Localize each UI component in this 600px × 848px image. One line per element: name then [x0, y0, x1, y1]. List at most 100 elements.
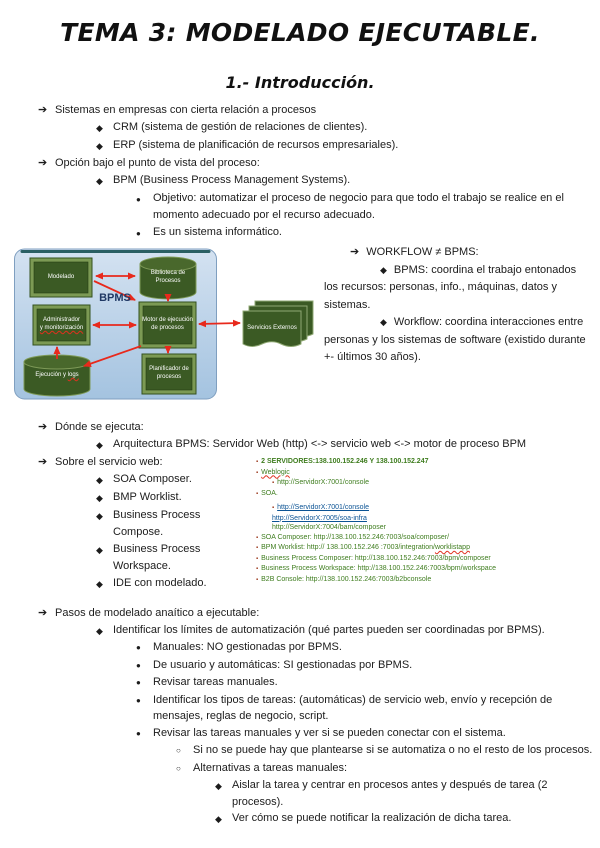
link-text: Weblogic [261, 468, 290, 476]
node-label: logs [67, 372, 79, 379]
list-item-text: Manuales: NO gestionadas por BPMS. [153, 641, 342, 653]
list-item-text: Revisar tareas manuales. [153, 676, 278, 688]
ejecucion-cylinder-shape [23, 354, 91, 397]
list-item: ●Es un sistema informático. [0, 224, 600, 242]
diamond-bullet-icon: ◆ [96, 475, 103, 485]
list-item-text: CRM (sistema de gestión de relaciones de… [113, 121, 368, 133]
diamond-bullet-icon: ◆ [96, 141, 103, 151]
list-item-text: Aislar la tarea y centrar en procesos an… [232, 779, 548, 808]
link-line: ▪BPM Worklist: http:// 138.100.152.246 :… [256, 543, 586, 554]
node-label: Administrador [42, 317, 80, 324]
web-row: ➔Sobre el servicio web: ◆ SOA Composer. ◆ BM… [0, 454, 600, 593]
link-text: http://ServidorX:7001/console [277, 479, 369, 486]
server-links-block: ▪2 SERVIDORES:138.100.152.246 Y 138.100.… [256, 454, 586, 585]
list-item: ◆ BMP Worklist. [0, 489, 238, 507]
small-bullet-icon: ▪ [256, 576, 259, 583]
servicios-stack-shape [242, 300, 314, 347]
diamond-bullet-icon: ◆ [96, 545, 103, 555]
section-heading: 1.- Introducción. [225, 73, 375, 92]
web-service-list: ➔Sobre el servicio web: ◆ SOA Composer. ◆ BM… [0, 454, 238, 593]
arrow-bullet-icon: ➔ [38, 157, 48, 169]
hyperlink[interactable]: http://ServidorX:7001/console [277, 504, 369, 511]
node-label: Biblioteca de Procesos [150, 270, 186, 284]
list-item-text: Es un sistema informático. [153, 226, 282, 238]
link-text: worklistapp [434, 544, 470, 551]
list-item: ➔Sobre el servicio web: [0, 454, 238, 471]
list-item-text: Objetivo: automatizar el proceso de nego… [153, 192, 564, 221]
list-item-text: BMP Worklist. [113, 491, 182, 503]
link-text: BPM Worklist: http:// 138.100.152.246 :7… [261, 544, 435, 551]
diagram-node-motor: Motor de ejecución de procesos [139, 302, 196, 348]
diagram-node-ejecucion: Ejecución y logs [24, 362, 90, 390]
diamond-bullet-icon: ◆ [215, 814, 222, 824]
link-line: http://ServidorX:7004/bam/composer [256, 523, 586, 533]
list-item: ◆ IDE con modelado. [0, 575, 238, 593]
steps-list: ➔Pasos de modelado anaítico a ejecutable… [0, 605, 600, 828]
dot-bullet-icon: ● [136, 695, 141, 705]
list-item: ➔WORKFLOW ≠ BPMS: [324, 244, 586, 262]
bpms-label: BPMS [99, 292, 131, 304]
list-item: ● Identificar los tipos de tareas: (autom… [0, 692, 600, 725]
node-label: Servicios Externos [247, 325, 297, 332]
node-label: Planificador de procesos [149, 366, 189, 380]
list-item-text: IDE con modelado. [113, 577, 207, 589]
diamond-bullet-icon: ◆ [380, 317, 387, 327]
diamond-bullet-icon: ◆ [96, 493, 103, 503]
bpms-diagram-svg [14, 248, 314, 400]
list-item-text: De usuario y automáticas: SI gestionadas… [153, 658, 413, 671]
arrow-bullet-icon: ➔ [350, 246, 360, 258]
list-item-text: Ver cómo se puede notificar la realizaci… [232, 812, 512, 824]
circle-bullet-icon: ○ [176, 763, 181, 773]
list-item: ◆Arquitectura BPMS: Servidor Web (http) … [0, 436, 600, 454]
workflow-notes: ➔WORKFLOW ≠ BPMS:◆BPMS: coordina el trab… [324, 244, 600, 401]
modelado-box-shape [29, 257, 93, 298]
list-item-text: SOA Composer. [113, 473, 192, 485]
list-item-text: Revisar las tareas manuales y ver si se … [153, 726, 506, 739]
hyperlink[interactable]: http://ServidorX:7005/soa-infra [272, 514, 367, 522]
list-item: ●Revisar las tareas manuales y ver si se… [0, 725, 600, 743]
list-item: ◆ Ver cómo se puede notificar la realizac… [0, 810, 600, 828]
node-label: y monitorización [39, 325, 84, 331]
list-item-text: Alternativas a tareas manuales: [193, 761, 348, 774]
arrow-bullet-icon: ➔ [38, 104, 48, 116]
middle-row: BPMS Modelado Biblioteca de Procesos Adm… [0, 246, 600, 401]
diamond-bullet-icon: ◆ [380, 264, 387, 275]
dot-bullet-icon: ● [136, 643, 141, 652]
planificador-box-shape [141, 353, 197, 395]
administrador-box-shape [32, 304, 91, 346]
node-label: Ejecución y [35, 372, 66, 379]
diamond-bullet-icon: ◆ [96, 579, 103, 589]
small-bullet-icon: ▪ [256, 566, 259, 572]
list-item-text: Identificar los tipos de tareas: (automá… [153, 693, 553, 723]
list-item: ○Si no se puede hay que plantearse si se… [0, 742, 600, 760]
diagram-node-biblioteca: Biblioteca de Procesos [140, 260, 196, 296]
link-line: ▪http://ServidorX:7001/console [256, 503, 586, 514]
list-item: ●De usuario y automáticas: SI gestionada… [0, 657, 600, 675]
small-bullet-icon: ▪ [256, 490, 259, 497]
arrow-bullet-icon: ➔ [38, 607, 48, 619]
node-label: Motor de ejecución de procesos [142, 317, 193, 331]
diagram-arrows [53, 272, 241, 367]
list-item: ➔Pasos de modelado anaítico a ejecutable… [0, 605, 600, 622]
link-line: ▪B2B Console: http://138.100.152.246:700… [256, 575, 586, 586]
diagram-node-administrador: Administrador y monitorización [33, 305, 90, 345]
list-item: ◆Aislar la tarea y centrar en procesos a… [0, 777, 600, 810]
small-bullet-icon: ▪ [256, 459, 259, 465]
link-text: B2B Console: http://138.100.152.246:7003… [261, 575, 432, 583]
circle-bullet-icon: ○ [176, 746, 181, 755]
page-title: TEMA 3: MODELADO EJECUTABLE. [60, 18, 540, 47]
link-text: SOA Composer: http://138.100.152.246:700… [261, 533, 450, 541]
list-item: ➔Opción bajo el punto de vista del proce… [0, 155, 600, 172]
list-item: ● Objetivo: automatizar el proceso de neg… [0, 190, 600, 224]
dot-bullet-icon: ● [136, 678, 141, 687]
link-line: ▪SOA. [256, 489, 586, 500]
diagram-node-servicios: Servicios Externos [243, 311, 301, 347]
diamond-bullet-icon: ◆ [96, 440, 103, 450]
diamond-bullet-icon: ◆ [96, 176, 103, 186]
list-item: ◆ SOA Composer. [0, 471, 238, 489]
list-item-text: Workflow: coordina interacciones entre p… [324, 316, 586, 363]
list-item: ◆ Business Process Workspace. [0, 541, 238, 575]
list-item-text: Business Process Workspace. [113, 543, 201, 572]
dot-bullet-icon: ● [136, 195, 141, 204]
link-text: SOA. [261, 489, 278, 497]
